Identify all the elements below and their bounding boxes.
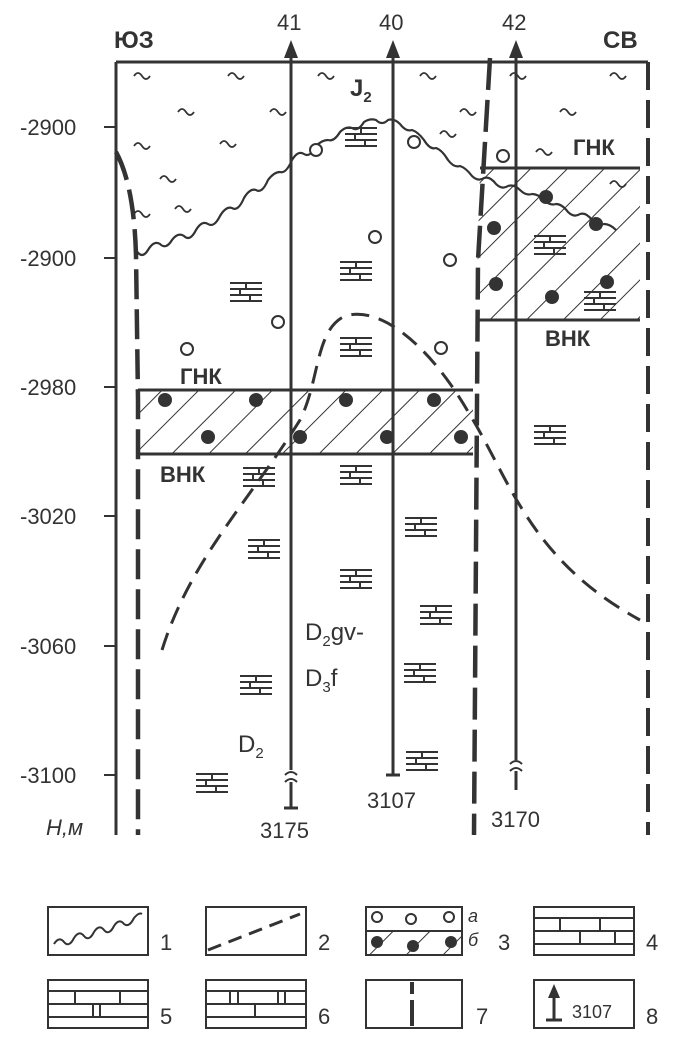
legend-number: 1 [160,930,172,955]
legend-number: 2 [318,930,330,955]
legend-item-8: 3107 8 [533,979,658,1029]
depth-tick-label: -3020 [20,504,76,529]
gnk-label-right: ГНК [573,135,615,160]
vnk-label-right: ВНК [545,326,591,351]
oil-rim-left [138,390,473,454]
well-number-label: 40 [379,10,403,35]
legend-item-5: 5 [47,979,172,1029]
legend-number: 6 [318,1004,330,1029]
legend-number: 5 [160,1004,172,1029]
well-depth-label: 3107 [367,788,416,813]
well-number-label: 41 [277,10,301,35]
well-41: 41 3175 [260,10,309,843]
oil-dots-left [158,393,468,444]
depth-tick-label: -2900 [20,246,76,271]
stratum-d3f-label: D3f [305,665,338,696]
legend-number: 7 [476,1004,488,1029]
well-depth-label: 3175 [260,818,309,843]
gnk-label-left: ГНК [180,364,222,389]
legend: 1 2 а б 3 [47,906,658,1029]
vnk-label-left: ВНК [160,462,206,487]
depth-tick-label: -3060 [20,634,76,659]
fault-right [471,57,493,836]
stratigraphic-boundary [160,312,641,651]
depth-tick-label: -3100 [20,763,76,788]
well-depth-label: 3170 [491,807,540,832]
direction-left-label: ЮЗ [114,27,154,54]
legend-item-1: 1 [47,906,172,956]
direction-right-label: СВ [603,27,638,54]
fault-left [114,150,141,835]
stratum-d2gv-label: D2gv- [305,619,364,650]
oil-dots-right [487,190,614,304]
stratum-d2-label: D2 [238,731,264,762]
depth-axis: -2900 -2900 -2980 -3020 -3060 -3100 H,м [20,115,116,840]
legend-item-7: 7 [365,979,488,1029]
stratum-j2-label: J2 [350,75,372,106]
legend-sub-b: б [468,930,479,950]
legend-sub-a: а [468,906,478,926]
legend-item-6: 6 [205,979,330,1029]
legend-item-2: 2 [205,906,330,956]
well-42: 42 3170 [491,10,540,832]
depth-tick-label: -2980 [20,375,76,400]
well-40: 40 3107 [367,10,416,813]
gas-circles [180,135,510,356]
depth-tick-label: -2900 [20,115,76,140]
well-number-label: 42 [502,10,526,35]
depth-axis-label: H,м [46,815,83,840]
legend-item-4: 4 [533,906,658,956]
legend-number: 8 [646,1004,658,1029]
legend-sample-value: 3107 [572,1002,612,1022]
legend-item-3: а б 3 [365,906,510,956]
legend-number: 4 [646,930,658,955]
legend-number: 3 [498,930,510,955]
